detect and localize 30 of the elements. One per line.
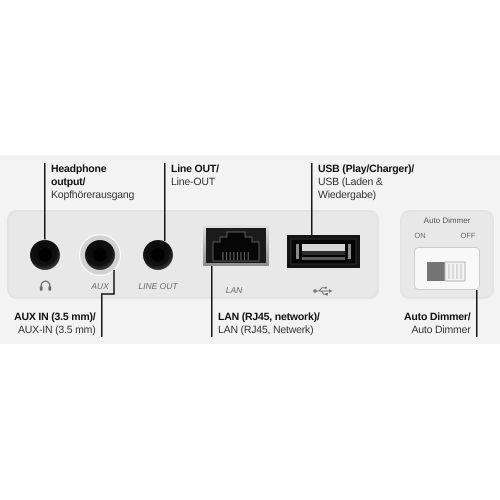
- audio-jack: [79, 234, 121, 276]
- callout-label: USB (Play/Charger)/: [318, 163, 414, 176]
- leader-line: [211, 266, 212, 337]
- usb-port: [287, 235, 360, 268]
- audio-jack: [142, 239, 174, 271]
- leader-line: [164, 163, 166, 242]
- ethernet-port: [203, 225, 269, 266]
- leader-line: [311, 163, 312, 235]
- port-label: LAN: [226, 285, 242, 295]
- switch-label: Auto Dimmer: [424, 216, 470, 226]
- leader-line: [476, 290, 478, 337]
- callout-label: Line OUT/: [171, 163, 219, 176]
- audio-jack: [29, 239, 61, 271]
- port-label: AUX: [91, 281, 109, 291]
- callout-translation: AUX-IN (3.5 mm): [18, 324, 96, 337]
- callout-label: LAN (RJ45, network)/: [218, 311, 320, 324]
- callout-translation: Line-OUT: [171, 176, 215, 189]
- callout-translation: USB (Laden & Wiedergabe): [318, 176, 384, 202]
- connector-panel: [7, 210, 379, 299]
- callout-translation: Kopfhörerausgang: [51, 189, 134, 202]
- switch-panel: [400, 210, 494, 299]
- callout-translation: LAN (RJ45, Netwerk): [218, 324, 314, 337]
- callout-label: Auto Dimmer/: [404, 311, 470, 324]
- callout-label: AUX IN (3.5 mm)/: [14, 311, 96, 324]
- callout-label: Headphone output/: [51, 163, 108, 189]
- leader-line: [44, 163, 46, 240]
- callout-translation: Auto Dimmer: [411, 324, 470, 337]
- port-label: LINE OUT: [138, 281, 178, 291]
- leader-line: [101, 270, 115, 337]
- slide-switch: [414, 247, 480, 290]
